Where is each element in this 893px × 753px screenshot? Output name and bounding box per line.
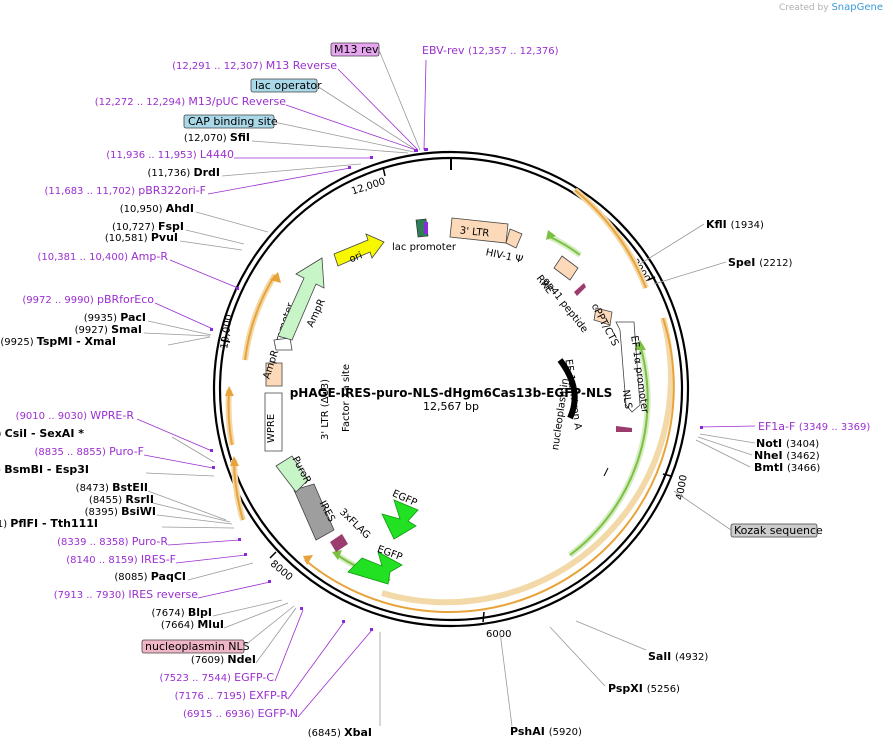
ires-feature (293, 483, 335, 541)
m13rev-box: M13 rev (334, 43, 379, 56)
left-label-16: (8835 .. 8855) Puro-F (34, 445, 144, 458)
wpre-label: WPRE (266, 414, 277, 443)
rre-feature (553, 255, 579, 281)
right-label-3: EF1a-F (3349 .. 3369) (758, 420, 870, 433)
arc-arrowheads (225, 230, 646, 565)
boxed-labels: M13 rev lac operator CAP binding site Ko… (141, 42, 823, 654)
left-label-0: (12,291 .. 12,307) M13 Reverse (172, 59, 337, 72)
left-label-25: (7913 .. 7930) IRES reverse (54, 588, 199, 601)
wpre-feature (264, 392, 283, 452)
right-label-4: NotI (3404) (756, 437, 819, 450)
right-label-6: BmtI (3466) (754, 461, 820, 474)
left-label-30: (7176 .. 7195) EXFP-R (175, 689, 289, 702)
left-label-22: (8339 .. 8358) Puro-R (57, 535, 168, 548)
left-label-3: (11,936 .. 11,953) L4440 (106, 148, 234, 161)
site-ticks (210, 148, 703, 631)
left-label-26: (7674) BlpI (151, 606, 212, 619)
left-label-21: (8381) PflFI - Tth111I (0, 517, 98, 530)
egfp2-feature (347, 551, 403, 585)
factor-xa-label: Factor Xa site (341, 364, 352, 432)
left-label-9: (10,381 .. 10,400) Amp-R (37, 250, 168, 263)
created-by-text: Created by (779, 3, 829, 13)
left-label-19: (8455) RsrII (89, 493, 154, 506)
left-label-6: (10,950) AhdI (120, 202, 194, 215)
hiv-psi-label: HIV-1 Ψ (485, 247, 524, 266)
cppt-label: cPPT/CTS (589, 302, 621, 348)
flag-feature (330, 534, 348, 552)
ruler-6000: 6000 (486, 629, 511, 640)
kozak-box: Kozak sequence (734, 524, 823, 537)
left-label-8: (10,581) PvuI (105, 231, 178, 244)
ef1a-promoter-feature (615, 321, 641, 413)
center-label: pHAGE-IRES-puro-NLS-dHgm6Cas13b-EGFP-NLS… (290, 386, 613, 413)
left-label-28: (7609) NdeI (191, 653, 256, 666)
left-label-27: (7664) MluI (161, 618, 224, 631)
ampr-promoter-feature (273, 337, 293, 351)
plasmid-name: pHAGE-IRES-puro-NLS-dHgm6Cas13b-EGFP-NLS (290, 386, 613, 400)
left-label-4: (11,736) DrdI (147, 166, 220, 179)
nls-box: nucleoplasmin NLS (145, 640, 250, 653)
ltr3-du3-label: 3' LTR (ΔU3) (320, 379, 331, 440)
left-label-1: (12,272 .. 12,294) M13/pUC Reverse (95, 95, 287, 108)
left-label-11: (9935) PacI (84, 311, 146, 324)
left-label-12: (9927) SmaI (75, 323, 142, 336)
left-label-18: (8473) BstEII (76, 481, 148, 494)
left-label-31: (6915 .. 6936) EGFP-N (183, 707, 298, 720)
lac-promoter-label: lac promoter (392, 242, 457, 253)
nls-right-feature (616, 426, 632, 432)
kozak-tick (603, 467, 609, 477)
left-label-7: (10,727) FspI (112, 220, 184, 233)
right-label-5: NheI (3462) (754, 449, 820, 462)
right-label-7: SalI (4932) (648, 650, 708, 663)
egfp1-feature (381, 499, 419, 540)
left-label-20: (8395) BsiWI (85, 505, 156, 518)
plasmid-length: 12,567 bp (423, 400, 479, 413)
left-label-23: (8140 .. 8159) IRES-F (66, 553, 176, 566)
right-label-0: EBV-rev (12,357 .. 12,376) (422, 44, 559, 57)
ori-label: ori (348, 250, 364, 265)
left-label-10: (9972 .. 9990) pBRforEco (22, 293, 154, 306)
hiv-psi-feature (505, 228, 523, 249)
left-label-17: (8731) BsmBI - Esp3I (0, 463, 89, 476)
ampr-feature (277, 257, 325, 341)
nls-inner-label: NLS (620, 389, 634, 410)
left-label-5: (11,683 .. 11,702) pBR322ori-F (45, 184, 206, 197)
left-label-29: (7523 .. 7544) EGFP-C (160, 671, 275, 684)
right-label-9: PshAI (5920) (510, 725, 582, 738)
snapgene-logo: Created by SnapGene (779, 2, 883, 13)
puror-feature (275, 455, 309, 493)
left-label-13: (9925) TspMI - XmaI (0, 335, 116, 348)
ltr3-du3-feature (265, 362, 283, 387)
right-label-2: SpeI (2212) (728, 256, 793, 269)
right-labels: EBV-rev (12,357 .. 12,376) KflI (1934) Spe… (422, 44, 870, 738)
left-label-24: (8085) PaqCI (114, 570, 186, 583)
right-label-8: PspXI (5256) (608, 682, 680, 695)
lac-operator-box: lac operator (255, 79, 322, 92)
left-label-32: (6845) XbaI (308, 726, 372, 739)
brand-text: SnapGene (831, 2, 883, 13)
leader-lines (136, 49, 756, 727)
left-label-2: (12,070) SfiI (184, 131, 250, 144)
cppt-feature (593, 307, 613, 326)
ef1a-intron-feature (557, 358, 578, 420)
left-label-14: (9010 .. 9030) WPRE-R (16, 409, 135, 422)
ori-feature (333, 233, 385, 267)
cap-site-box: CAP binding site (188, 115, 278, 128)
m13-feature (424, 222, 428, 234)
right-label-1: KflI (1934) (706, 218, 764, 231)
left-label-15: (8906) CsiI - SexAI * (0, 427, 84, 440)
left-labels: (12,291 .. 12,307) M13 Reverse (12,272 ..… (0, 59, 372, 739)
ltr3-label: 3' LTR (459, 225, 490, 239)
gp41-feature (574, 283, 586, 296)
ruler-10000: 10,000 (219, 314, 235, 350)
